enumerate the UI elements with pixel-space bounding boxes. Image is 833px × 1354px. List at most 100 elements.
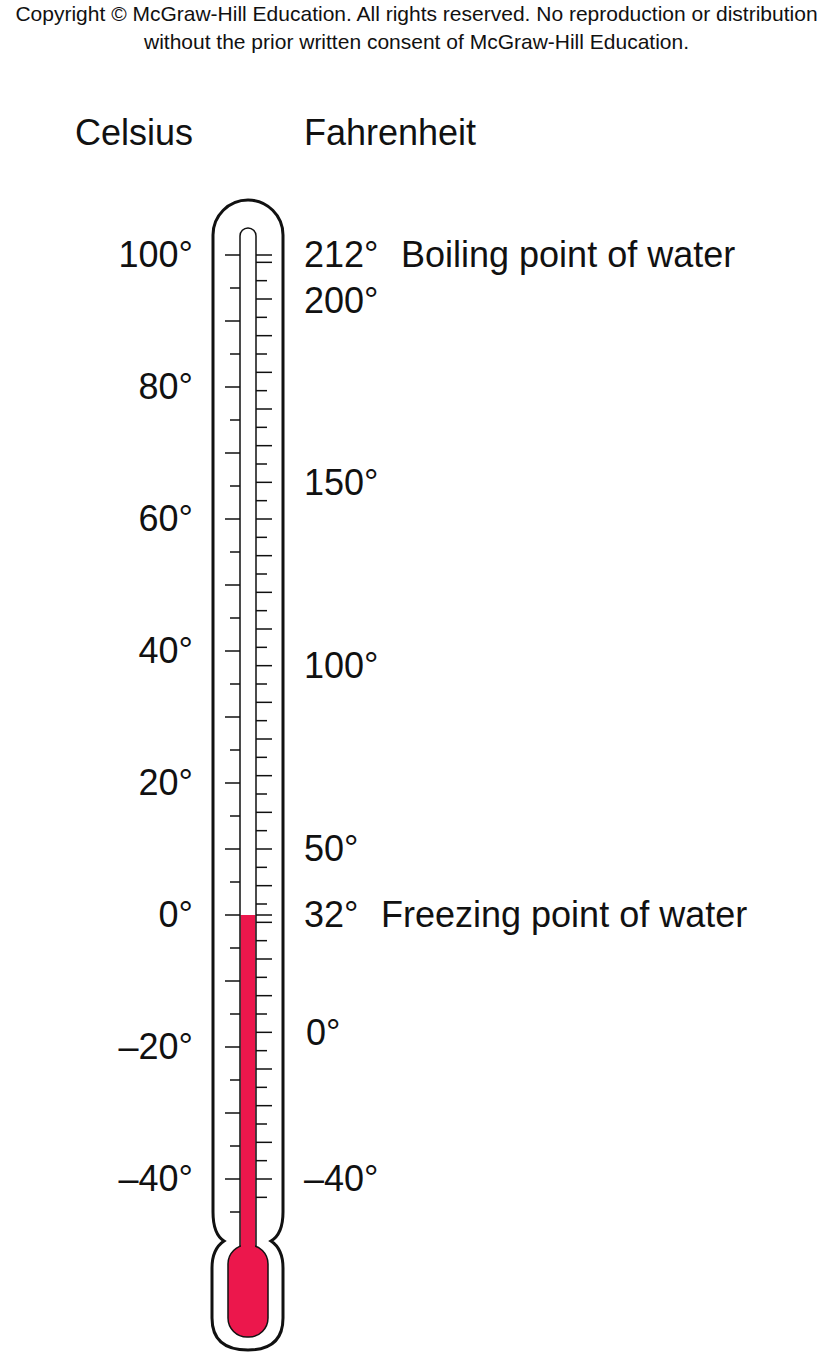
fahrenheit-tick <box>256 298 272 300</box>
celsius-tick <box>230 419 240 421</box>
fahrenheit-tick <box>256 830 267 832</box>
celsius-tick <box>225 848 240 850</box>
fahrenheit-tick <box>256 573 267 575</box>
celsius-value: 20° <box>139 762 193 803</box>
fahrenheit-tick <box>256 445 272 447</box>
celsius-tick <box>230 1013 240 1015</box>
celsius-value: 40° <box>139 630 193 671</box>
fahrenheit-tick <box>256 390 267 392</box>
fahrenheit-tick <box>256 1105 272 1107</box>
celsius-tick <box>230 485 240 487</box>
fahrenheit-tick <box>256 977 267 979</box>
fahrenheit-tick <box>256 1050 267 1052</box>
fahrenheit-tick <box>256 353 267 355</box>
celsius-tick <box>225 1112 240 1114</box>
mercury-column <box>241 915 256 1260</box>
celsius-value: 0° <box>159 894 193 935</box>
fahrenheit-tick <box>256 610 267 612</box>
fahrenheit-tick <box>256 537 267 539</box>
fahrenheit-tick <box>256 518 272 520</box>
fahrenheit-tick <box>256 775 272 777</box>
fahrenheit-tick <box>256 1178 272 1180</box>
fahrenheit-tick <box>256 628 272 630</box>
fahrenheit-tick <box>256 555 272 557</box>
fahrenheit-tick <box>256 463 267 465</box>
fahrenheit-tick <box>256 683 267 685</box>
reference-note: Boiling point of water <box>401 234 735 275</box>
fahrenheit-tick <box>256 812 272 814</box>
fahrenheit-tick <box>256 1068 272 1070</box>
fahrenheit-tick <box>256 1087 267 1089</box>
fahrenheit-tick <box>256 1197 267 1199</box>
celsius-tick <box>230 1145 240 1147</box>
reference-note: Freezing point of water <box>381 894 747 935</box>
fahrenheit-tick <box>256 995 272 997</box>
fahrenheit-tick <box>256 408 272 410</box>
celsius-tick <box>225 1178 240 1180</box>
celsius-value: 100° <box>119 234 193 275</box>
fahrenheit-tick <box>256 958 272 960</box>
celsius-tick <box>230 749 240 751</box>
celsius-value: 80° <box>139 366 193 407</box>
celsius-tick <box>230 1211 240 1213</box>
celsius-tick <box>230 551 240 553</box>
fahrenheit-tick <box>256 720 267 722</box>
copyright-notice: Copyright © McGraw-Hill Education. All r… <box>2 0 831 56</box>
celsius-tick <box>230 353 240 355</box>
fahrenheit-tick <box>256 903 267 905</box>
fahrenheit-tick <box>256 885 272 887</box>
fahrenheit-tick <box>256 702 272 704</box>
celsius-value: –20° <box>119 1026 193 1067</box>
celsius-tick <box>230 683 240 685</box>
fahrenheit-tick <box>256 914 272 916</box>
bulb-neck <box>241 1240 255 1254</box>
celsius-value: 60° <box>139 498 193 539</box>
fahrenheit-tick <box>256 482 272 484</box>
fahrenheit-tick <box>256 262 272 264</box>
fahrenheit-tick <box>256 317 267 319</box>
fahrenheit-tick <box>256 500 267 502</box>
thermometer-glass <box>212 200 283 1350</box>
fahrenheit-value: –40° <box>304 1158 378 1199</box>
celsius-tick <box>230 287 240 289</box>
fahrenheit-value: 100° <box>304 645 378 686</box>
celsius-value: –40° <box>119 1158 193 1199</box>
celsius-tick <box>230 1079 240 1081</box>
fahrenheit-value: 50° <box>304 828 358 869</box>
fahrenheit-tick <box>256 867 267 869</box>
celsius-tick <box>225 254 240 256</box>
fahrenheit-tick <box>256 647 267 649</box>
fahrenheit-tick <box>256 665 272 667</box>
celsius-tick <box>225 980 240 982</box>
fahrenheit-tick <box>256 1142 272 1144</box>
fahrenheit-value: 32° <box>304 894 358 935</box>
fahrenheit-tick <box>256 592 272 594</box>
celsius-tick <box>225 716 240 718</box>
fahrenheit-value: 200° <box>304 280 378 321</box>
fahrenheit-tick <box>256 1160 267 1162</box>
celsius-tick <box>225 914 240 916</box>
fahrenheit-tick <box>256 940 267 942</box>
celsius-tick <box>225 584 240 586</box>
thermometer-bulb <box>228 1245 268 1337</box>
fahrenheit-tick <box>256 254 272 256</box>
celsius-tick <box>225 518 240 520</box>
celsius-tick <box>230 881 240 883</box>
celsius-tick <box>225 1046 240 1048</box>
celsius-tick <box>230 617 240 619</box>
fahrenheit-tick <box>256 1013 267 1015</box>
fahrenheit-tick <box>256 372 272 374</box>
fahrenheit-tick <box>256 738 272 740</box>
fahrenheit-tick <box>256 1032 272 1034</box>
celsius-tick <box>225 782 240 784</box>
fahrenheit-value: 150° <box>304 462 378 503</box>
celsius-tick <box>225 386 240 388</box>
scale-heading: Fahrenheit <box>304 112 476 153</box>
fahrenheit-tick <box>256 757 267 759</box>
thermometer-bore <box>240 228 256 1252</box>
fahrenheit-tick <box>256 280 267 282</box>
celsius-tick <box>230 815 240 817</box>
fahrenheit-tick <box>256 922 272 924</box>
